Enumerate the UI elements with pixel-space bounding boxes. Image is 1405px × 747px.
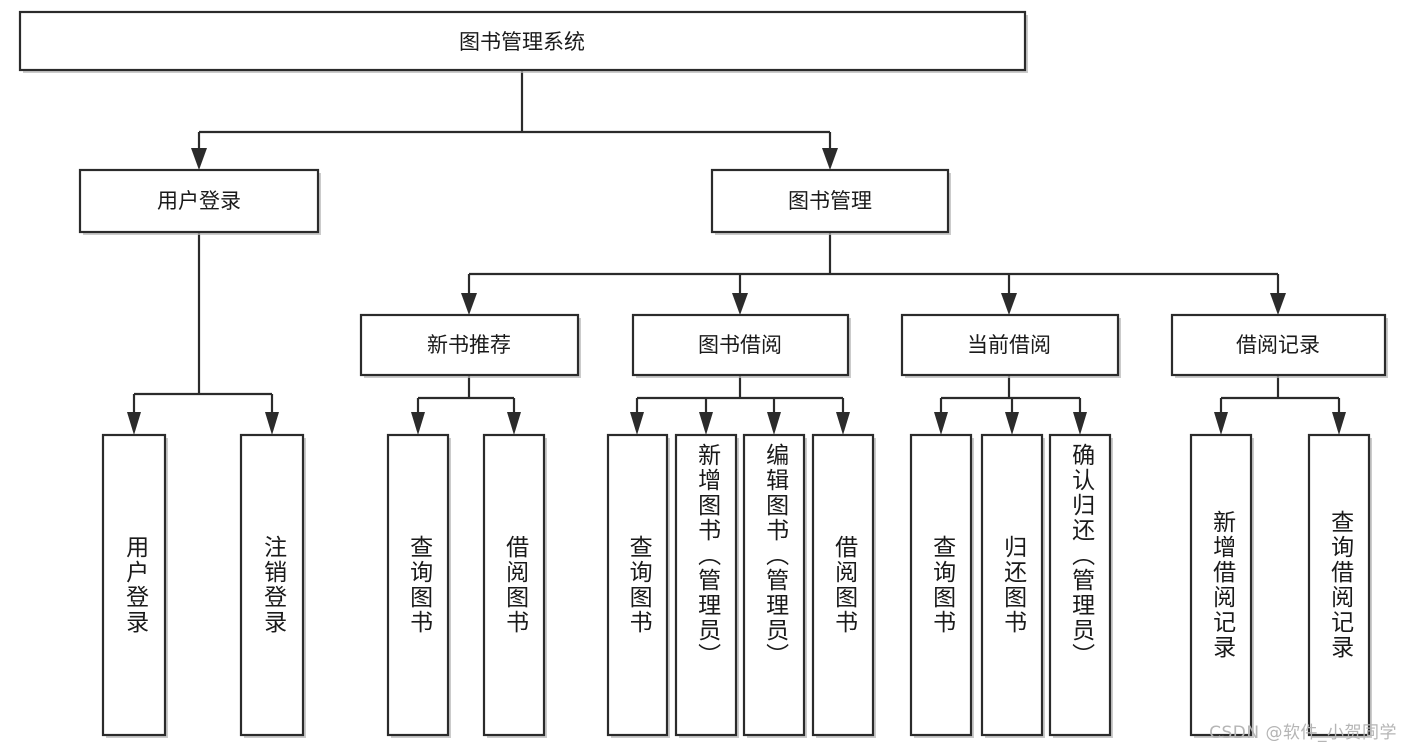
leaf-borrow-book-1-box[interactable] xyxy=(482,433,546,737)
leaf-query-book-3-box[interactable] xyxy=(909,433,973,737)
node-book-borrow[interactable]: 图书借阅 xyxy=(631,313,851,378)
leaf-return-book-box[interactable] xyxy=(980,433,1044,737)
node-book-manage[interactable]: 图书管理 xyxy=(710,168,951,235)
leaf-edit-book-admin-box[interactable] xyxy=(742,433,806,737)
arrowhead-leaf-add-book-admin xyxy=(699,412,713,435)
node-borrow-record-label: 借阅记录 xyxy=(1236,333,1320,357)
node-root-box[interactable] xyxy=(18,10,1027,72)
leaf-confirm-return-admin-box[interactable] xyxy=(1048,433,1112,737)
leaf-add-borrow-record-box[interactable] xyxy=(1189,433,1253,737)
arrowhead-leaf-user-login xyxy=(127,412,141,435)
leaf-user-login-box[interactable] xyxy=(101,433,167,737)
csdn-watermark: CSDN @软件_小贺同学 xyxy=(1209,723,1397,743)
arrowhead-leaf-return-book xyxy=(1005,412,1019,435)
node-root-label: 图书管理系统 xyxy=(459,30,585,54)
arrowhead-new-book-recommend xyxy=(461,293,477,315)
node-book-borrow-label: 图书借阅 xyxy=(698,333,782,357)
node-current-borrow-label: 当前借阅 xyxy=(967,333,1051,357)
arrowhead-borrow-record xyxy=(1270,293,1286,315)
node-current-borrow-box[interactable] xyxy=(900,313,1120,377)
arrowhead-leaf-borrow-book-1 xyxy=(507,412,521,435)
node-book-manage-label: 图书管理 xyxy=(788,189,872,213)
leaf-query-borrow-record-box[interactable] xyxy=(1307,433,1371,737)
arrowhead-current-borrow xyxy=(1001,293,1017,315)
arrowhead-leaf-logout xyxy=(265,412,279,435)
arrowhead-leaf-query-book-1 xyxy=(411,412,425,435)
node-new-book-recommend[interactable]: 新书推荐 xyxy=(359,313,581,378)
leaf-add-book-admin-box[interactable] xyxy=(674,433,738,737)
arrowhead-leaf-edit-book-admin xyxy=(767,412,781,435)
arrowhead-book-borrow xyxy=(732,293,748,315)
leaf-query-book-1-box[interactable] xyxy=(386,433,450,737)
node-user-login-label: 用户登录 xyxy=(157,189,241,213)
leaf-query-book-2-box[interactable] xyxy=(606,433,669,737)
node-borrow-record-box[interactable] xyxy=(1170,313,1387,377)
arrowhead-leaf-query-borrow-record xyxy=(1332,412,1346,435)
leaf-borrow-book-2-box[interactable] xyxy=(811,433,875,737)
node-book-manage-box[interactable] xyxy=(710,168,950,234)
arrowhead-leaf-confirm-return-admin xyxy=(1073,412,1087,435)
arrowhead-leaf-add-borrow-record xyxy=(1214,412,1228,435)
node-user-login-box[interactable] xyxy=(78,168,320,234)
arrowhead-leaf-query-book-3 xyxy=(934,412,948,435)
node-root[interactable]: 图书管理系统 xyxy=(18,10,1028,73)
leaf-logout-box[interactable] xyxy=(239,433,305,737)
arrowhead-user-login xyxy=(191,148,207,170)
arrowhead-leaf-query-book-2 xyxy=(630,412,644,435)
node-new-book-recommend-box[interactable] xyxy=(359,313,580,377)
connector-group xyxy=(127,70,1346,435)
leaf-box-group xyxy=(101,433,1372,738)
node-user-login[interactable]: 用户登录 xyxy=(78,168,321,235)
arrowhead-leaf-borrow-book-2 xyxy=(836,412,850,435)
node-new-book-recommend-label: 新书推荐 xyxy=(427,333,511,357)
node-borrow-record[interactable]: 借阅记录 xyxy=(1170,313,1388,378)
node-book-borrow-box[interactable] xyxy=(631,313,850,377)
node-current-borrow[interactable]: 当前借阅 xyxy=(900,313,1121,378)
arrowhead-book-manage xyxy=(822,148,838,170)
